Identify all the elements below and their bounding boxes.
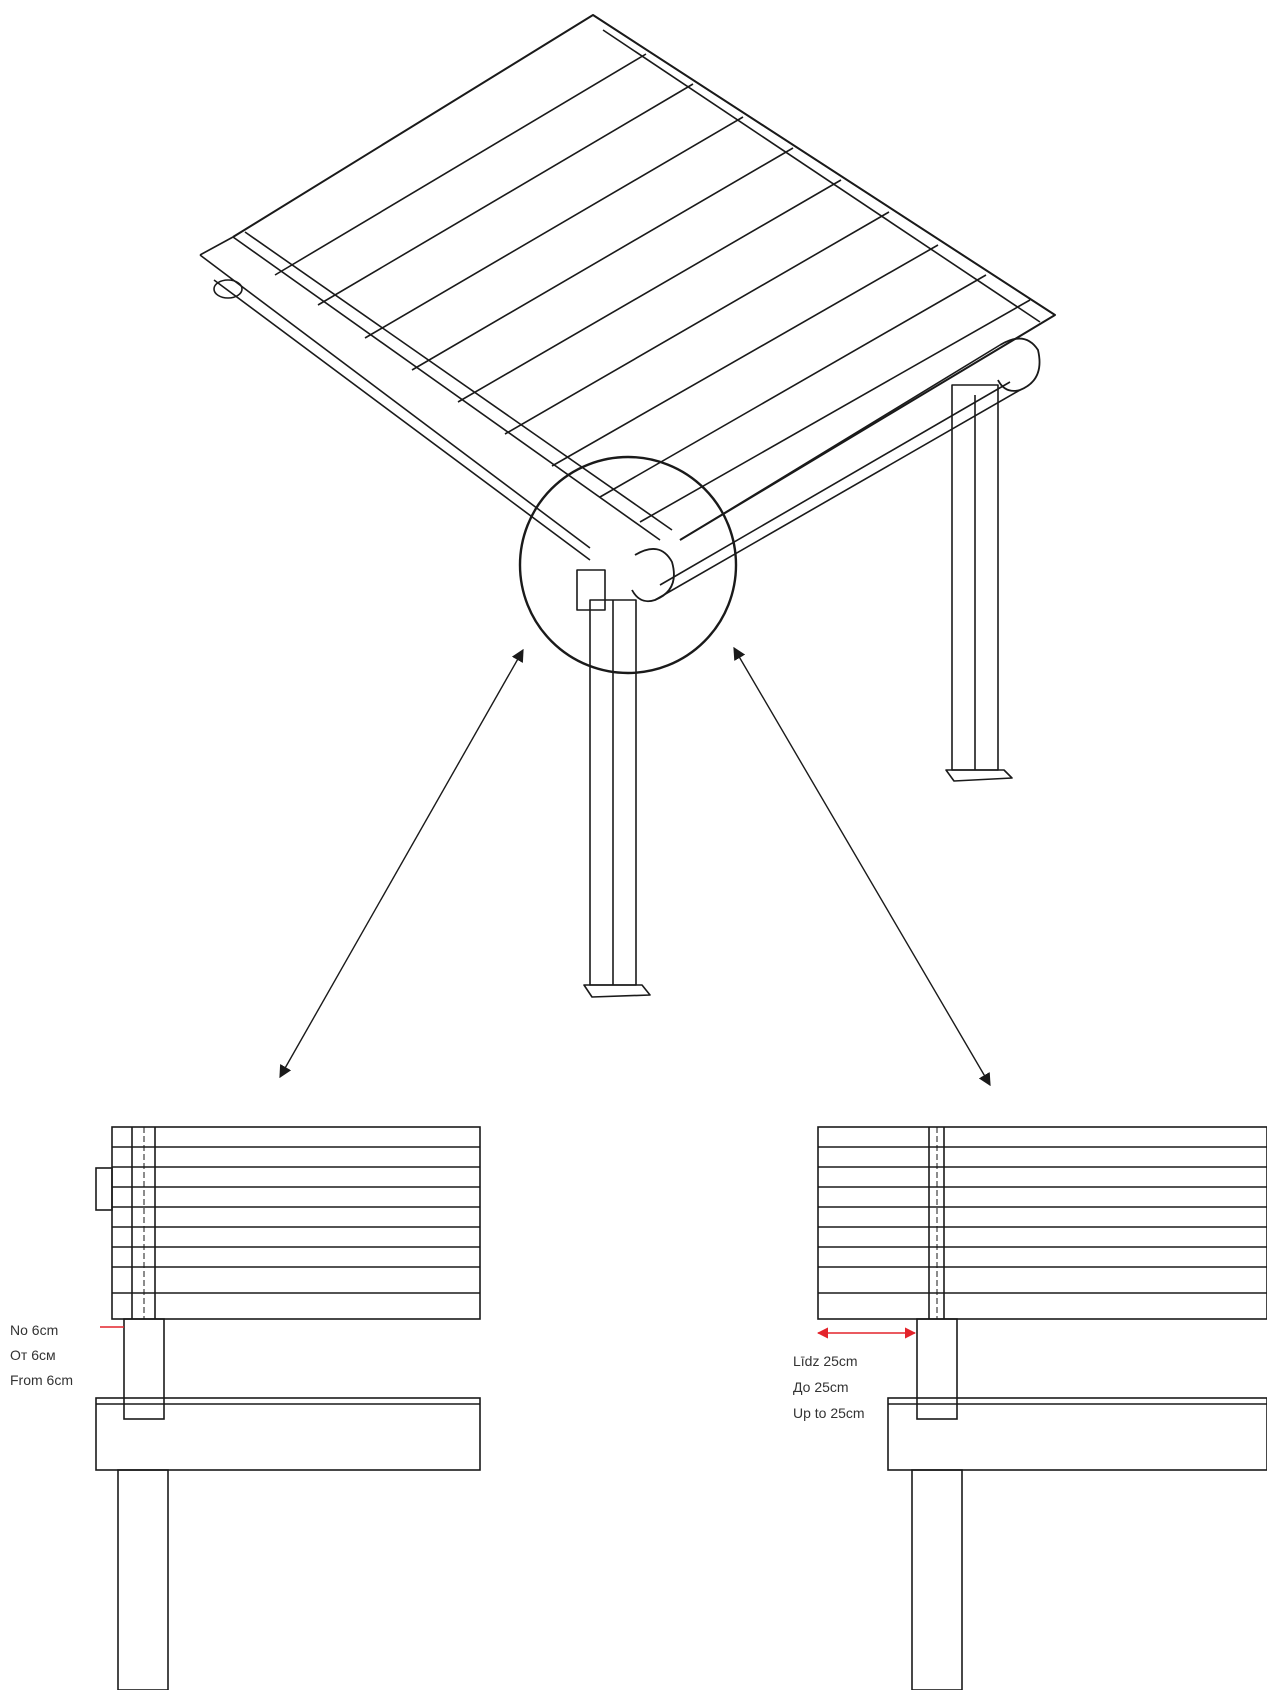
left-label-ru: От 6см [10,1347,56,1363]
left-label-lv: No 6cm [10,1322,59,1338]
detail-leader-arrows [279,646,991,1087]
right-label-en: Up to 25cm [793,1405,865,1421]
right-label-lv: Līdz 25cm [793,1353,858,1369]
left-label-en: From 6cm [10,1372,73,1388]
right-louver-lines [818,1146,1267,1294]
right-label-ru: До 25cm [793,1379,849,1395]
roof-louvers [274,53,1031,523]
left-louver-lines [112,1146,480,1294]
left-detail-view [95,1126,481,1690]
right-detail-view [817,1126,1267,1690]
pergola-isometric-view [199,14,1056,998]
